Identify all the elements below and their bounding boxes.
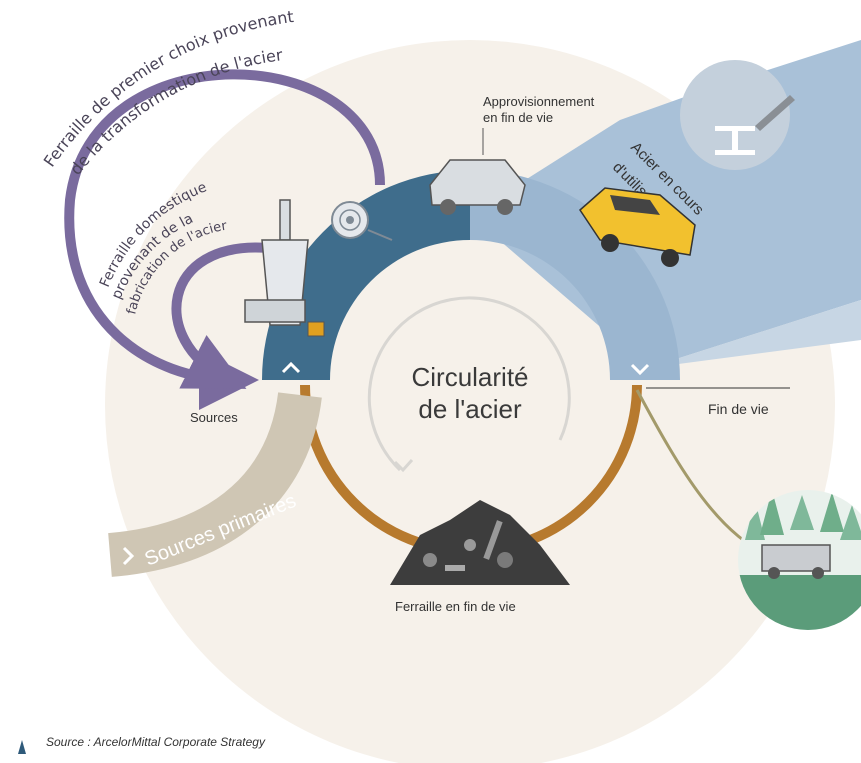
inner-cycle-arrow-icon — [393, 458, 414, 473]
source-marker-icon — [18, 740, 26, 754]
blast-furnace-icon — [244, 199, 325, 337]
scrap-pile-icon — [390, 500, 570, 585]
fin-de-vie-label: Fin de vie — [708, 401, 769, 417]
source-note: Source : ArcelorMittal Corporate Strateg… — [46, 735, 265, 749]
premier-choix-arrow — [64, 69, 385, 410]
car-wreck-icon — [429, 159, 526, 215]
sources-label: Sources — [190, 410, 238, 425]
approvisionnement-label-line2: en fin de vie — [483, 110, 553, 125]
ferraille-fin-de-vie-label: Ferraille en fin de vie — [395, 599, 516, 614]
yellow-car-icon — [579, 187, 696, 267]
center-title-line2: de l'acier — [418, 394, 522, 424]
inner-cycle-arc — [367, 296, 571, 472]
sources-primaires-arrow — [107, 391, 322, 577]
in-use-wedge-shade — [648, 300, 861, 368]
center-title-line1: Circularité — [411, 362, 528, 392]
chevron-down-icon — [630, 363, 650, 376]
chevron-up-icon — [281, 361, 301, 374]
i-beam-icon — [680, 60, 795, 170]
steel-coil-icon — [331, 201, 393, 241]
domestique-arrow — [171, 242, 269, 389]
approvisionnement-label-line1: Approvisionnement — [483, 94, 595, 109]
ring-segment-in-use — [470, 170, 680, 380]
chevron-right-icon — [122, 546, 135, 566]
